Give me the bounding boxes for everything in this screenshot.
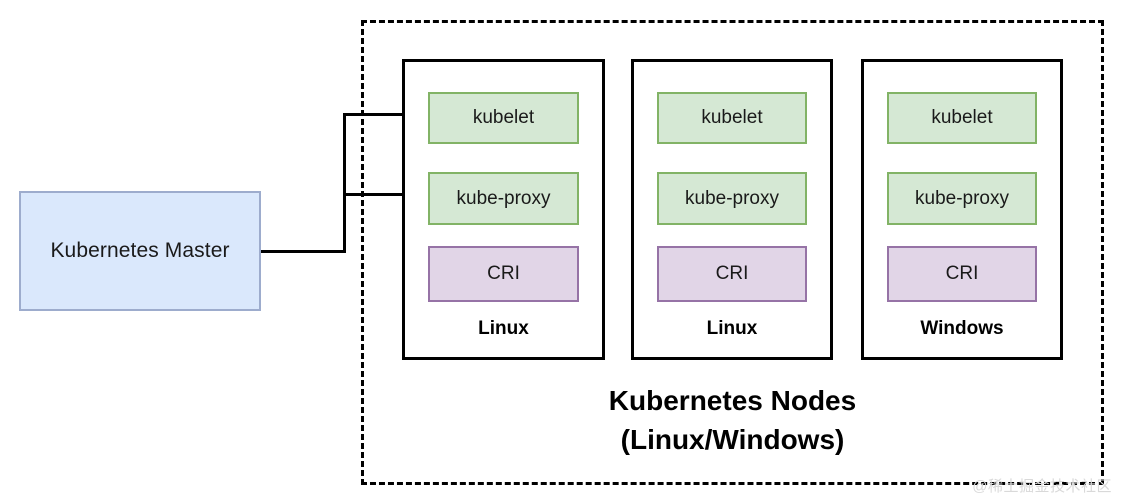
node-0-component-cri-label: CRI: [487, 263, 520, 284]
cluster-title-line1: Kubernetes Nodes: [608, 385, 857, 416]
kubernetes-master-label: Kubernetes Master: [50, 239, 230, 262]
node-2-component-cri-label: CRI: [945, 263, 979, 284]
kubernetes-master-box[interactable]: Kubernetes Master: [19, 191, 261, 311]
node-1-os-label: Linux: [706, 318, 758, 339]
node-1-component-cri[interactable]: CRI: [657, 246, 807, 302]
node-box-1[interactable]: kubelet kube-proxy CRI Linux: [631, 59, 833, 360]
node-0-component-kube-proxy-label: kube-proxy: [456, 187, 551, 209]
node-2-component-kube-proxy[interactable]: kube-proxy: [887, 172, 1037, 225]
connector-master-stub: [261, 250, 345, 253]
node-box-0[interactable]: kubelet kube-proxy CRI Linux: [402, 59, 605, 360]
node-2-component-kubelet-label: kubelet: [931, 107, 993, 128]
cluster-title: Kubernetes Nodes (Linux/Windows): [361, 382, 1104, 459]
node-2-component-cri[interactable]: CRI: [887, 246, 1037, 302]
cluster-title-line2: (Linux/Windows): [620, 423, 845, 455]
connector-to-kube-proxy: [343, 193, 413, 196]
watermark: @稀土掘金技术社区: [972, 478, 1112, 495]
node-0-component-kube-proxy[interactable]: kube-proxy: [428, 172, 579, 225]
node-0-component-cri[interactable]: CRI: [428, 246, 579, 302]
kubernetes-cluster-boundary: [361, 20, 1104, 485]
node-1-component-kube-proxy-label: kube-proxy: [685, 187, 779, 209]
node-1-component-cri-label: CRI: [715, 263, 749, 284]
node-1-component-kubelet[interactable]: kubelet: [657, 92, 807, 144]
node-2-component-kube-proxy-label: kube-proxy: [915, 187, 1009, 209]
node-1-component-kube-proxy[interactable]: kube-proxy: [657, 172, 807, 225]
node-0-component-kubelet[interactable]: kubelet: [428, 92, 579, 144]
node-2-component-kubelet[interactable]: kubelet: [887, 92, 1037, 144]
node-1-component-kubelet-label: kubelet: [701, 107, 763, 128]
node-0-component-kubelet-label: kubelet: [472, 107, 535, 128]
connector-to-kubelet: [343, 113, 413, 116]
node-box-2[interactable]: kubelet kube-proxy CRI Windows: [861, 59, 1063, 360]
connector-vertical-riser: [343, 113, 346, 253]
node-2-os-label: Windows: [920, 318, 1004, 339]
node-0-os-label: Linux: [478, 318, 529, 339]
